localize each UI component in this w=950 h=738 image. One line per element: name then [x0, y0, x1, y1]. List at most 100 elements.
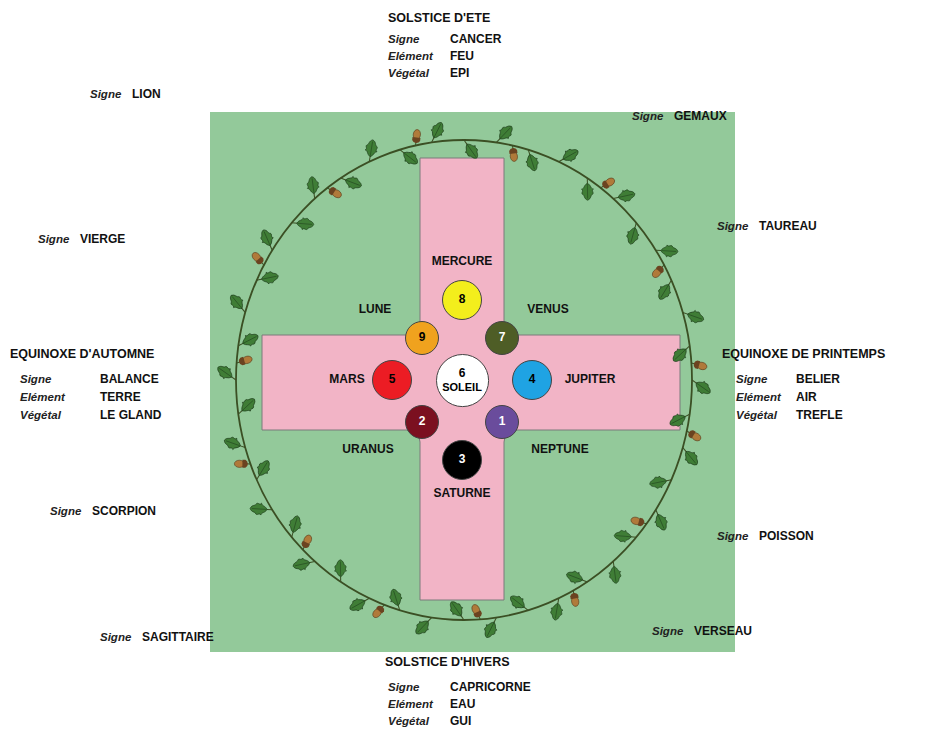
- season-heading: EQUINOXE D'AUTOMNE: [10, 347, 154, 361]
- season-heading: SOLSTICE D'HIVERS: [385, 655, 510, 669]
- field-name: Signe: [652, 625, 683, 638]
- oak-leaf: [292, 556, 316, 572]
- oak-leaf: [412, 613, 436, 637]
- oak-leaf: [523, 148, 541, 173]
- field-value: VIERGE: [80, 233, 125, 247]
- oak-leaf: [291, 217, 314, 231]
- planet-name: JUPITER: [565, 373, 616, 387]
- acorn: [299, 534, 313, 552]
- field-name: Végétal: [736, 409, 777, 422]
- oak-leaf: [236, 330, 261, 351]
- field-name: Signe: [20, 373, 51, 386]
- oak-leaf: [681, 307, 706, 326]
- callout-number: 4: [529, 373, 536, 386]
- oak-leaf: [286, 514, 303, 538]
- oak-leaf: [581, 178, 593, 200]
- planet-circle: 1: [485, 405, 519, 439]
- field-name: Signe: [90, 88, 121, 101]
- oak-leaf: [549, 597, 564, 621]
- planet-circle: 5: [372, 360, 412, 400]
- oak-leaf: [255, 270, 279, 286]
- season-heading: SOLSTICE D'ETE: [388, 11, 490, 25]
- oak-leaf: [227, 292, 250, 317]
- oak-leaf: [363, 139, 378, 163]
- planet-name: LUNE: [359, 303, 392, 317]
- planet-circle: 6SOLEIL: [436, 354, 489, 407]
- acorn: [250, 251, 267, 268]
- planet-circle: 8: [442, 280, 482, 320]
- acorn: [470, 603, 484, 621]
- oak-leaf: [214, 362, 239, 384]
- acorn: [509, 145, 519, 162]
- acorn: [690, 359, 708, 371]
- season-heading: EQUINOXE DE PRINTEMPS: [722, 347, 885, 361]
- field-value: SCORPION: [92, 505, 156, 519]
- pink-cross: [262, 158, 680, 600]
- planet-circle: 4: [512, 360, 552, 400]
- acorn: [598, 176, 616, 191]
- field-value: SAGITTAIRE: [142, 631, 214, 645]
- oak-leaf: [565, 568, 590, 587]
- field-value: EPI: [450, 67, 469, 81]
- field-name: Végétal: [388, 67, 429, 80]
- field-value: BALANCE: [100, 373, 159, 387]
- field-value: BELIER: [796, 373, 840, 387]
- oak-leaf: [667, 409, 692, 430]
- field-name: Signe: [388, 681, 419, 694]
- acorn: [371, 602, 388, 619]
- planet-name: SATURNE: [433, 487, 490, 501]
- green-ground: [210, 112, 735, 652]
- callout-number: 7: [499, 331, 506, 344]
- field-value: TERRE: [100, 391, 141, 405]
- field-name: Elément: [388, 698, 433, 711]
- field-name: Elément: [736, 391, 781, 404]
- oak-leaf: [234, 395, 258, 419]
- field-name: Végétal: [388, 715, 429, 728]
- oak-leaf: [347, 593, 372, 614]
- field-value: CANCER: [450, 33, 501, 47]
- field-value: POISSON: [759, 530, 814, 544]
- oak-leaf: [689, 375, 714, 397]
- field-name: Elément: [388, 50, 433, 63]
- field-name: Signe: [38, 233, 69, 246]
- planet-circle: 9: [405, 321, 439, 355]
- oak-leaf: [306, 176, 321, 199]
- acorn: [234, 460, 250, 468]
- callout-number: 3: [459, 453, 466, 466]
- oak-leaf: [492, 122, 516, 146]
- acorn: [650, 262, 667, 279]
- field-value: TREFLE: [796, 409, 843, 423]
- oak-leaf: [655, 277, 677, 302]
- planet-name: VENUS: [527, 303, 568, 317]
- oak-leaf: [481, 615, 501, 640]
- acorn: [685, 428, 703, 443]
- oak-leaf: [252, 458, 274, 483]
- acorn: [235, 355, 253, 367]
- oak-leaf: [250, 502, 273, 515]
- oak-leaf: [446, 598, 468, 623]
- oak-leaf: [339, 173, 364, 192]
- field-value: GUI: [450, 715, 471, 729]
- field-name: Signe: [736, 373, 767, 386]
- oak-leaf: [556, 146, 581, 167]
- planet-name: MARS: [329, 373, 364, 387]
- field-name: Signe: [632, 110, 663, 123]
- oak-leaf: [222, 435, 247, 454]
- callout-number: 5: [389, 373, 396, 386]
- planet-circle: 7: [485, 321, 519, 355]
- field-name: Signe: [717, 530, 748, 543]
- field-name: Signe: [388, 33, 419, 46]
- field-value: LION: [132, 88, 161, 102]
- oak-leaf: [669, 341, 693, 365]
- oak-leaf: [650, 507, 670, 532]
- oak-leaf: [649, 474, 673, 490]
- planet-circle: 3: [442, 440, 482, 480]
- acorn: [630, 516, 648, 528]
- oak-leaf: [678, 444, 701, 469]
- planet-name: MERCURE: [432, 255, 493, 269]
- field-name: Végétal: [20, 409, 61, 422]
- field-value: FEU: [450, 50, 474, 64]
- acorn: [325, 185, 343, 200]
- oak-leaf: [387, 587, 405, 612]
- acorn: [412, 129, 422, 146]
